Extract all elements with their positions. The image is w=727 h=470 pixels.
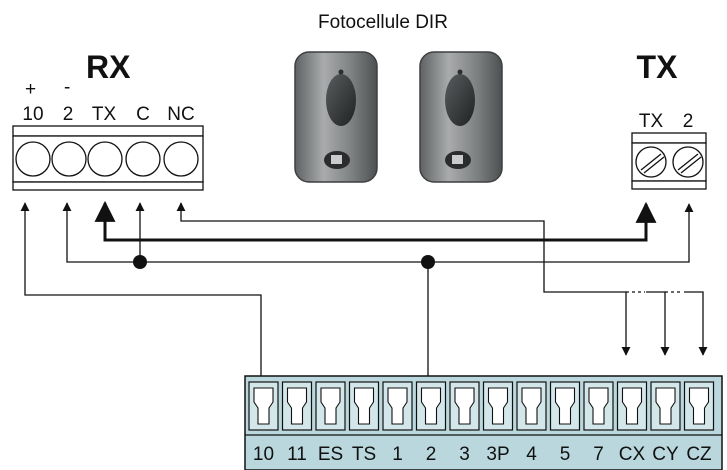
junction-dot (133, 255, 147, 269)
rx-terminal-label: TX (92, 104, 117, 125)
rx-polarity-plus: + (25, 79, 36, 100)
rx-terminal-label: NC (167, 104, 194, 125)
board-terminal-label: 7 (593, 444, 604, 465)
tx-terminal-label: 2 (683, 111, 694, 132)
rx-screw-10 (15, 141, 51, 177)
board-terminal-label: TS (352, 444, 376, 465)
board-terminal-slot (616, 381, 648, 431)
board-terminal-label: CZ (686, 444, 712, 465)
rx-screw-tx (87, 141, 123, 177)
board-terminal-label: CY (652, 444, 679, 465)
rx-heading: RX (86, 49, 131, 85)
board-terminal-slot (348, 381, 380, 431)
wire-power-minus (62, 202, 694, 263)
board-terminal-label: CX (619, 444, 646, 465)
rx-terminal-label: C (136, 104, 150, 125)
board-terminal-label: 3P (486, 444, 509, 465)
photocell-device-tx (419, 51, 503, 183)
board-terminal-slot (315, 381, 346, 431)
rx-terminal-block (12, 125, 204, 191)
rx-polarity-minus: - (64, 77, 70, 98)
rx-terminal-label: 2 (63, 104, 74, 125)
diagram-title: Fotocellule DIR (318, 12, 448, 33)
board-terminal-label: 3 (459, 444, 470, 465)
rx-screw-2 (51, 141, 87, 177)
board-terminal-slot (683, 381, 715, 431)
board-terminal-slot (516, 381, 547, 431)
tx-terminal-block (631, 132, 707, 190)
board-terminal-label: 5 (560, 444, 571, 465)
wire-power-plus (20, 202, 266, 393)
board-terminal-label: 10 (253, 444, 274, 465)
wires (20, 200, 708, 393)
board-terminal-label: ES (318, 444, 343, 465)
rx-screw-c (125, 141, 161, 177)
board-terminal-slot (382, 381, 413, 431)
tx-screw-2 (672, 146, 704, 178)
board-terminal-slot (415, 381, 447, 431)
rx-terminal-label: 10 (22, 104, 43, 125)
tx-heading: TX (637, 49, 679, 85)
board-terminal-slot (449, 381, 480, 431)
board-terminal-slot (281, 381, 313, 431)
tx-screw-tx (635, 146, 667, 178)
control-board-terminal-strip: 10 11 ES TS 1 2 3 3P 4 5 7 CX CY CZ (244, 375, 723, 470)
board-terminal-slot (583, 381, 614, 431)
board-terminal-label: 4 (526, 444, 537, 465)
photocell-device-rx (294, 51, 378, 183)
board-terminal-label: 2 (426, 444, 437, 465)
board-terminal-slot (650, 381, 681, 431)
tx-terminal-label: TX (639, 111, 664, 132)
rx-screw-nc (163, 141, 199, 177)
wire-contact-nc (176, 202, 631, 356)
board-terminal-slot (248, 381, 279, 431)
board-terminal-label: 11 (287, 444, 307, 465)
board-terminal-slot (549, 381, 581, 431)
junction-dot (421, 255, 435, 269)
board-terminal-slot (482, 381, 514, 431)
rx-terminal-labels: 10 2 TX C NC (22, 104, 194, 125)
board-terminal-label: 1 (392, 444, 403, 465)
